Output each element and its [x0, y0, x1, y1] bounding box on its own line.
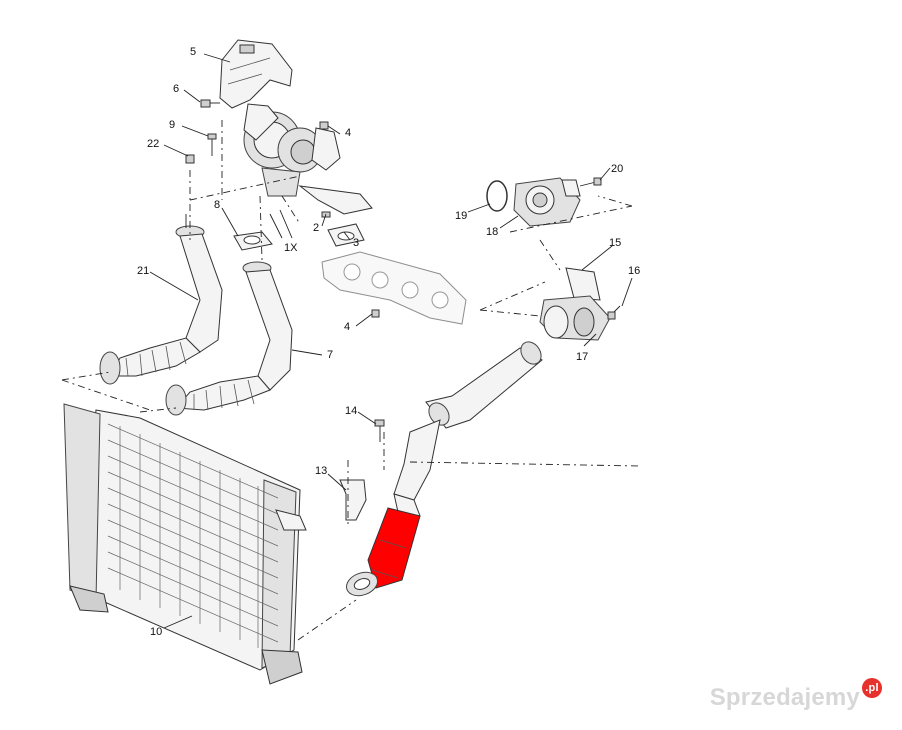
callout-8: 8: [214, 199, 220, 211]
stud-9-part: [207, 133, 217, 156]
watermark-text: Sprzedajemy: [709, 684, 860, 711]
callout-16: 16: [628, 265, 640, 277]
callout-2: 2: [313, 222, 319, 234]
callout-5: 5: [190, 46, 196, 58]
callout-18: 18: [486, 226, 498, 238]
bolt-14-part: [374, 419, 385, 442]
intake-connector-17-part: [539, 295, 611, 341]
callout-22: 22: [147, 138, 159, 150]
callout-13: 13: [315, 465, 327, 477]
bolt-16-part: [607, 305, 621, 320]
callout-17: 17: [576, 351, 588, 363]
callout-3: 3: [353, 237, 359, 249]
nut-4-part: [319, 121, 329, 130]
callout-21: 21: [137, 265, 149, 277]
callout-4-bottom: 4: [344, 321, 350, 333]
hose-21-part: [99, 214, 223, 385]
highlighted-intercooler-hose: [346, 507, 421, 597]
callout-14: 14: [345, 405, 357, 417]
nut-4b-part: [371, 309, 380, 318]
callout-19: 19: [455, 210, 467, 222]
bolt-6-part: [200, 99, 220, 108]
intake-pipe-part: [393, 341, 543, 517]
intercooler-part: [63, 403, 307, 685]
bracket-13-part: [339, 479, 367, 521]
hose-7-part: [165, 261, 293, 416]
heat-shield-part: [219, 39, 293, 109]
callout-10: 10: [150, 626, 162, 638]
exhaust-manifold-part: [321, 251, 467, 325]
watermark: Sprzedajemy.pl: [709, 678, 882, 712]
leader-lines: [149, 53, 633, 629]
gasket-8-part: [233, 231, 273, 251]
callout-4-top: 4: [345, 127, 351, 139]
bolt-20-part: [579, 177, 602, 187]
nut-22-part: [185, 154, 195, 164]
throttle-body-part: [486, 177, 581, 227]
turbocharger-part: [243, 103, 373, 215]
watermark-badge: .pl: [862, 678, 882, 698]
bracket-15-part: [565, 267, 601, 301]
callout-6: 6: [173, 83, 179, 95]
callout-15: 15: [609, 237, 621, 249]
routing-lines: [61, 120, 641, 641]
callout-9: 9: [169, 119, 175, 131]
callout-labels: 5 6 9 22 4 8 1X 2 3 4 20 19 18 15 16 17 …: [137, 46, 640, 638]
callout-1x: 1X: [284, 242, 298, 254]
callout-20: 20: [611, 163, 623, 175]
callout-7: 7: [327, 349, 333, 361]
